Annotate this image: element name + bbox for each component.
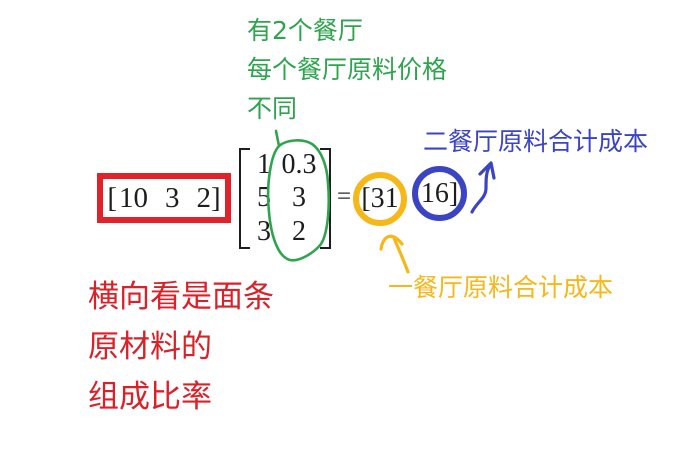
price-matrix: 1 0.3 5 3 3 2: [239, 148, 331, 249]
result-value-31: 31: [370, 183, 399, 214]
restaurant1-cost-label: 一餐厅原料合计成本: [388, 273, 614, 302]
red-note-line-1: 横向看是面条: [88, 279, 274, 315]
row-vector-close-bracket: ]: [211, 181, 221, 214]
blue-arrow-head-icon: [478, 161, 496, 180]
note-line-2: 每个餐厅原料价格: [247, 55, 448, 84]
matrix-cell-r1c1: 1: [257, 148, 271, 180]
result-first-circle: [31: [353, 172, 407, 226]
matrix-cells: 1 0.3 5 3 3 2: [250, 148, 320, 249]
matrix-cell-r3c2: 2: [292, 215, 306, 247]
row-vector-value-2: 3: [165, 181, 180, 214]
result-first-value: [31: [361, 183, 398, 215]
matrix-right-bracket: [320, 148, 331, 249]
matrix-cell-r2c1: 5: [257, 182, 271, 214]
red-note-line-3: 组成比率: [88, 379, 212, 415]
result-second-circle: 16]: [412, 166, 467, 221]
matrix-cell-r1c2: 0.3: [281, 148, 317, 180]
note-line-3: 不同: [247, 94, 298, 123]
row-vector-value-3: 2: [196, 181, 212, 214]
yellow-arrow-icon: [392, 236, 410, 274]
red-note-line-2: 原材料的: [88, 329, 212, 365]
row-vector-open-bracket: [: [107, 181, 117, 214]
equals-sign: =: [337, 183, 352, 210]
yellow-arrow-head-icon: [379, 234, 404, 251]
result-second-value: 16]: [421, 178, 458, 210]
row-ratio-note: 横向看是面条 原材料的 组成比率: [88, 272, 274, 422]
matrix-cell-r2c2: 3: [292, 182, 306, 214]
note-line-1: 有2个餐厅: [247, 16, 363, 45]
green-column-loop-icon: [274, 129, 281, 148]
result-open-bracket: [: [361, 183, 371, 214]
blue-arrow-icon: [470, 162, 493, 214]
restaurant2-cost-label: 二餐厅原料合计成本: [423, 127, 649, 156]
result-value-16: 16: [420, 177, 449, 209]
matrix-cell-r3c1: 3: [257, 215, 271, 247]
restaurants-note: 有2个餐厅 每个餐厅原料价格 不同: [247, 11, 447, 128]
result-close-bracket: ]: [448, 177, 459, 209]
matrix-left-bracket: [239, 148, 250, 249]
row-vector-value-1: 10: [119, 181, 148, 214]
